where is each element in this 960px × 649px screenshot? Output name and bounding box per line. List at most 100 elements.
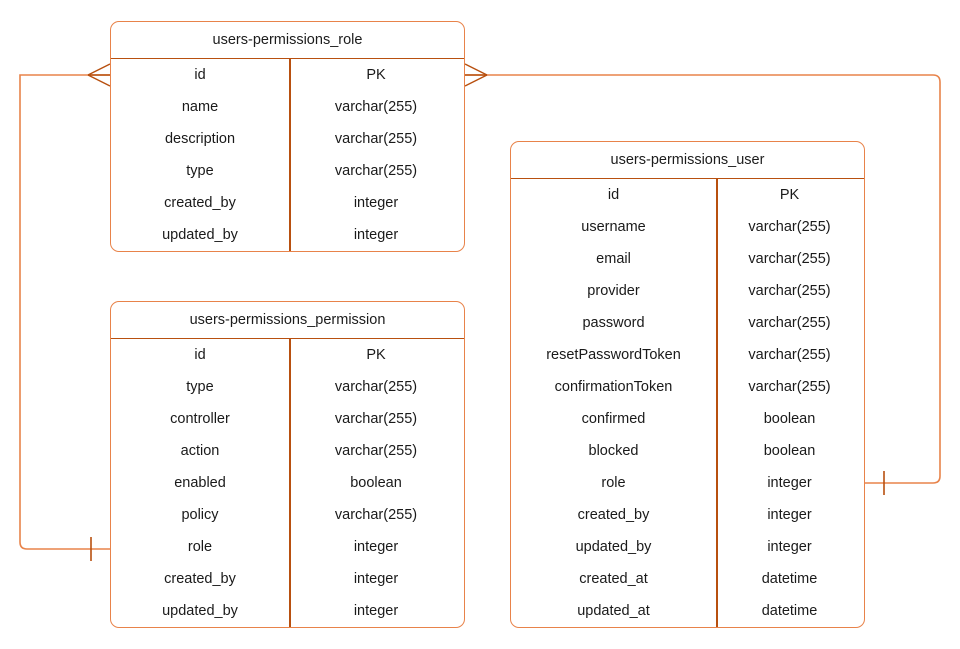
table-row[interactable]: created_at datetime <box>511 563 864 595</box>
column-name-cell: enabled <box>174 475 226 491</box>
entity-title-user: users-permissions_user <box>511 142 864 179</box>
column-divider <box>289 339 291 627</box>
column-type-cell: varchar(255) <box>748 347 831 363</box>
column-type-cell: varchar(255) <box>748 379 831 395</box>
table-row[interactable]: created_by integer <box>111 187 464 219</box>
column-type-cell: datetime <box>761 603 818 619</box>
column-type-cell: varchar(255) <box>748 219 831 235</box>
table-row[interactable]: name varchar(255) <box>111 91 464 123</box>
column-name-cell: blocked <box>588 443 639 459</box>
table-row[interactable]: updated_by integer <box>111 595 464 627</box>
column-type-cell: varchar(255) <box>748 283 831 299</box>
column-type-cell: boolean <box>763 443 816 459</box>
table-row[interactable]: resetPasswordToken varchar(255) <box>511 339 864 371</box>
column-divider <box>289 59 291 251</box>
table-row[interactable]: provider varchar(255) <box>511 275 864 307</box>
column-name-cell: created_by <box>164 195 236 211</box>
column-name-cell: updated_at <box>577 603 650 619</box>
column-type-cell: integer <box>767 507 812 523</box>
table-row[interactable]: confirmed boolean <box>511 403 864 435</box>
column-type-cell: PK <box>366 67 386 83</box>
column-type-cell: varchar(255) <box>748 251 831 267</box>
column-name-cell: confirmationToken <box>554 379 673 395</box>
column-name-cell: confirmed <box>581 411 646 427</box>
column-type-cell: varchar(255) <box>334 507 418 523</box>
connector-line <box>19 74 110 550</box>
column-type-cell: integer <box>767 539 812 555</box>
table-row[interactable]: password varchar(255) <box>511 307 864 339</box>
column-type-cell: PK <box>779 187 800 203</box>
entity-title-permission: users-permissions_permission <box>111 302 464 339</box>
crowsfoot-many-marker <box>464 63 488 87</box>
column-type-cell: boolean <box>763 411 816 427</box>
table-row[interactable]: id PK <box>111 59 464 91</box>
column-divider <box>716 179 718 627</box>
table-row[interactable]: updated_by integer <box>111 219 464 251</box>
table-row[interactable]: id PK <box>111 339 464 371</box>
column-type-cell: PK <box>366 347 386 363</box>
table-row[interactable]: description varchar(255) <box>111 123 464 155</box>
column-type-cell: datetime <box>761 571 818 587</box>
table-row[interactable]: type varchar(255) <box>111 155 464 187</box>
column-type-cell: varchar(255) <box>334 443 418 459</box>
column-name-cell: created_by <box>164 571 236 587</box>
column-name-cell: updated_by <box>162 227 238 243</box>
table-row[interactable]: email varchar(255) <box>511 243 864 275</box>
column-name-cell: password <box>582 315 645 331</box>
column-name-cell: updated_by <box>162 603 238 619</box>
column-type-cell: varchar(255) <box>334 99 418 115</box>
table-row[interactable]: enabled boolean <box>111 467 464 499</box>
table-row[interactable]: policy varchar(255) <box>111 499 464 531</box>
table-row[interactable]: confirmationToken varchar(255) <box>511 371 864 403</box>
column-type-cell: varchar(255) <box>748 315 831 331</box>
table-row[interactable]: action varchar(255) <box>111 435 464 467</box>
column-name-cell: id <box>607 187 620 203</box>
column-type-cell: varchar(255) <box>334 163 418 179</box>
column-type-cell: boolean <box>350 475 402 491</box>
column-type-cell: integer <box>353 571 399 587</box>
crowsfoot-many-marker <box>87 63 111 87</box>
column-type-cell: varchar(255) <box>334 411 418 427</box>
column-name-cell: updated_by <box>575 539 652 555</box>
column-name-cell: resetPasswordToken <box>546 347 681 363</box>
table-row[interactable]: created_by integer <box>111 563 464 595</box>
column-name-cell: email <box>596 251 631 267</box>
column-type-cell: varchar(255) <box>334 131 418 147</box>
column-name-cell: action <box>180 443 220 459</box>
table-row[interactable]: updated_by integer <box>511 531 864 563</box>
column-type-cell: integer <box>353 603 399 619</box>
column-type-cell: integer <box>767 475 812 491</box>
column-name-cell: id <box>194 67 206 83</box>
entity-title-role: users-permissions_role <box>111 22 464 59</box>
entity-body-user: id PK username varchar(255) email varchar(255… <box>511 179 864 627</box>
column-name-cell: description <box>164 131 236 147</box>
column-type-cell: integer <box>353 539 399 555</box>
table-row[interactable]: id PK <box>511 179 864 211</box>
column-name-cell: created_by <box>577 507 650 523</box>
column-name-cell: type <box>186 163 214 179</box>
entity-body-role: id PK name varchar(255) description varchar(2… <box>111 59 464 251</box>
table-row[interactable]: controller varchar(255) <box>111 403 464 435</box>
column-type-cell: integer <box>353 195 399 211</box>
column-name-cell: policy <box>181 507 219 523</box>
column-type-cell: varchar(255) <box>334 379 418 395</box>
column-name-cell: username <box>581 219 646 235</box>
table-row[interactable]: blocked boolean <box>511 435 864 467</box>
column-name-cell: name <box>181 99 219 115</box>
table-row[interactable]: username varchar(255) <box>511 211 864 243</box>
table-row[interactable]: created_by integer <box>511 499 864 531</box>
column-name-cell: controller <box>170 411 230 427</box>
table-row[interactable]: updated_at datetime <box>511 595 864 627</box>
column-type-cell: integer <box>353 227 399 243</box>
column-name-cell: created_at <box>579 571 648 587</box>
column-name-cell: provider <box>587 283 640 299</box>
column-name-cell: id <box>194 347 206 363</box>
